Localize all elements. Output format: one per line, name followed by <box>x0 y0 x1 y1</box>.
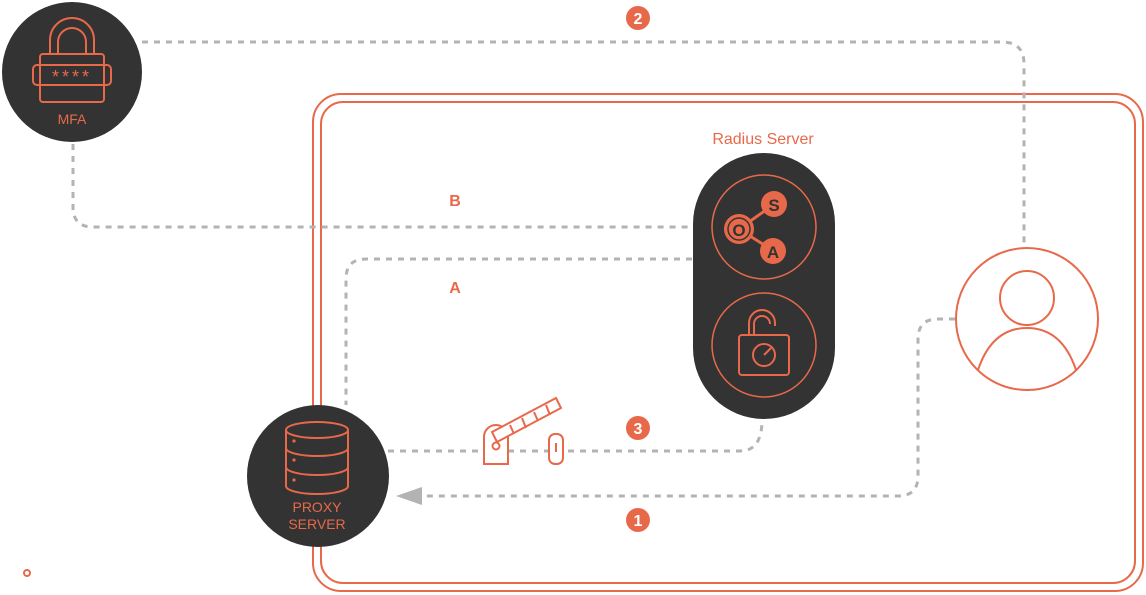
lock-gauge-icon <box>711 292 817 398</box>
badge-a: A <box>767 243 779 262</box>
radius-server-title: Radius Server <box>712 131 814 148</box>
mfa-label: MFA <box>58 111 87 127</box>
connector-1 <box>420 317 955 498</box>
badge-s: S <box>768 196 779 215</box>
step-number-3: 3 <box>634 421 643 438</box>
step-badge-2: 2 <box>626 6 650 30</box>
lock-keypad-icon <box>32 17 112 103</box>
user-icon <box>977 270 1077 371</box>
path-label-a: A <box>449 280 461 297</box>
path-label-b: B <box>449 193 461 210</box>
badge-o: O <box>732 221 745 240</box>
barrier-gate-icon <box>483 396 564 465</box>
connector-3 <box>388 419 764 453</box>
proxy-server-node[interactable]: PROXY SERVER <box>247 405 389 547</box>
proxy-label-line1: PROXY <box>292 499 342 515</box>
password-mask: **** <box>52 67 92 87</box>
connector-a <box>344 257 692 405</box>
dashed-connectors <box>71 40 1026 498</box>
step-number-1: 1 <box>634 513 643 530</box>
decorative-dot <box>23 569 31 577</box>
step-badge-1: 1 <box>626 508 650 532</box>
proxy-label-line2: SERVER <box>288 516 345 532</box>
step-number-2: 2 <box>634 11 643 28</box>
database-icon <box>285 421 349 495</box>
step-badge-3: 3 <box>626 416 650 440</box>
user-node[interactable] <box>955 247 1099 391</box>
connector-mfa-user <box>142 40 1026 248</box>
network-boundary-frame <box>312 93 1144 592</box>
connector-b <box>71 144 692 229</box>
arrowhead-to-proxy <box>396 487 422 505</box>
mfa-node[interactable]: **** MFA <box>2 2 142 142</box>
osa-nodes-icon: O S A <box>711 174 817 280</box>
radius-server-node[interactable]: O S A <box>693 153 835 419</box>
